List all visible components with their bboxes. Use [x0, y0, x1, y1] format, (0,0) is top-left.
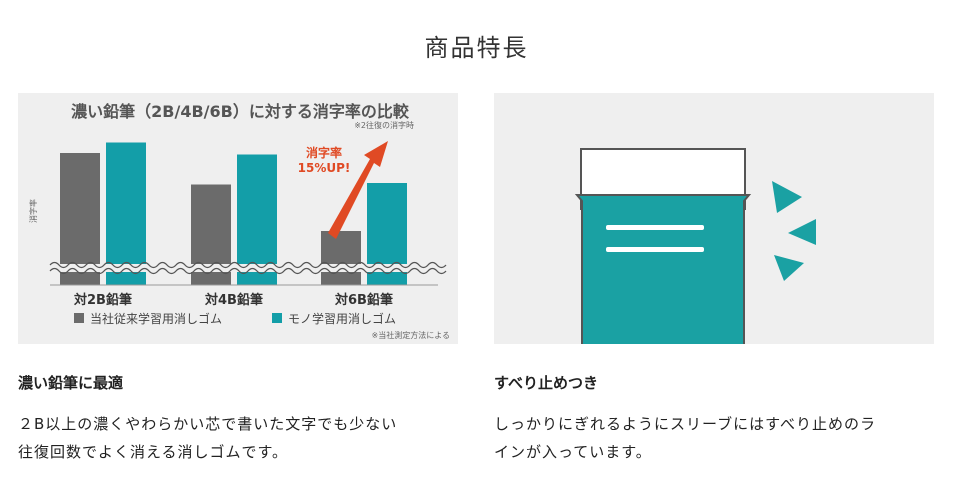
- legend-label-1: 当社従来学習用消しゴム: [90, 311, 222, 326]
- chart-title: 濃い鉛筆（2B/4B/6B）に対する消字率の比較: [71, 102, 410, 121]
- bar-3-series-1: [321, 231, 361, 285]
- legend-swatch-2: [272, 313, 282, 323]
- category-label-1: 対2B鉛筆: [73, 292, 132, 308]
- feature-title-dark-pencil: 濃い鉛筆に最適: [18, 374, 124, 392]
- y-axis-label: 消字率: [28, 199, 38, 223]
- chart-subtitle: ※2往復の消字時: [354, 120, 414, 130]
- chart-footnote: ※当社測定方法による: [372, 330, 450, 340]
- legend-swatch-1: [74, 313, 84, 323]
- legend-label-2: モノ学習用消しゴム: [288, 311, 396, 326]
- grip-line-2: [606, 247, 704, 252]
- callout-text-line-2: 15%UP!: [298, 161, 351, 175]
- erase-rate-chart: 濃い鉛筆（2B/4B/6B）に対する消字率の比較 ※2往復の消字時 消字率 対2…: [28, 102, 450, 340]
- grip-arrow-icon-top: [772, 181, 802, 213]
- callout-text-line-1: 消字率: [306, 145, 342, 160]
- grip-arrow-icon-bottom: [774, 255, 804, 281]
- feature-description-non-slip: しっかりにぎれるようにスリーブにはすべり止めのラ インが入っています。: [494, 415, 877, 461]
- grip-line-1: [606, 225, 704, 230]
- bar-1-series-2: [106, 142, 146, 285]
- chart-panel: 濃い鉛筆（2B/4B/6B）に対する消字率の比較 ※2往復の消字時 消字率 対2…: [18, 93, 458, 344]
- category-label-3: 対6B鉛筆: [334, 292, 393, 308]
- eraser-sleeve: [574, 194, 752, 344]
- page-title: 商品特長: [424, 34, 529, 62]
- eraser-illustration-panel: [494, 93, 934, 344]
- bar-2-series-2: [237, 154, 277, 285]
- feature-title-non-slip: すべり止めつき: [494, 374, 598, 392]
- feature-description-dark-pencil: ２B以上の濃くやわらかい芯で書いた文字でも少ない 往復回数でよく消える消しゴムで…: [18, 415, 398, 461]
- axis-break-line-bottom: [49, 267, 447, 275]
- axis-break-line-top: [49, 261, 447, 269]
- increase-arrow-icon: [328, 141, 388, 239]
- grip-arrow-icon-middle: [788, 219, 816, 245]
- eraser-illustration: [574, 148, 816, 344]
- category-label-2: 対4B鉛筆: [204, 292, 263, 308]
